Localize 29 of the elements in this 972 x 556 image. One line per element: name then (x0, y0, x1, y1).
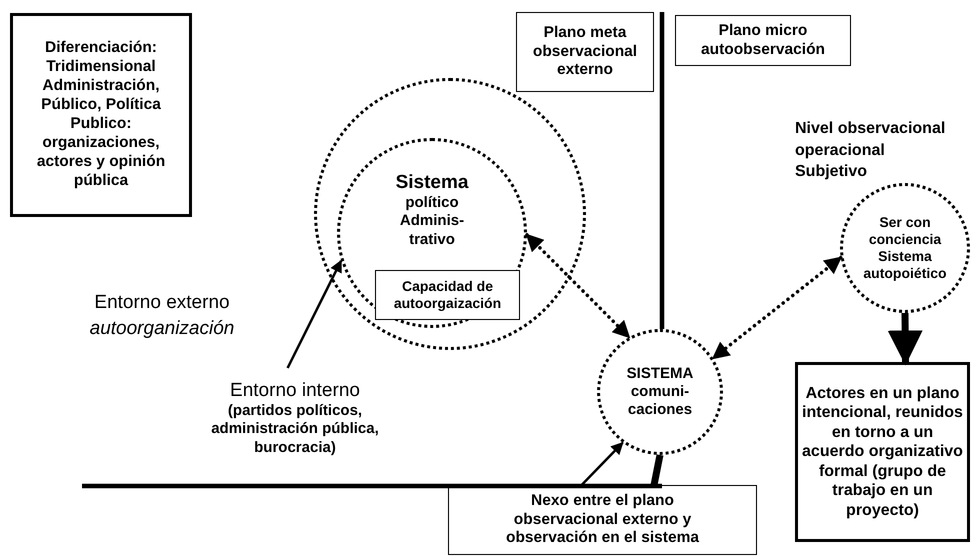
box-text: Nexo entre el plano observacional externo y observación en el sistema (505, 492, 700, 548)
system-title: Sistema (396, 171, 468, 194)
system-circle (337, 138, 527, 328)
circle-text: Ser con conciencia Sistema autopoiético (862, 214, 948, 282)
double-arrow (525, 233, 631, 339)
autopoietic-system-circle (840, 183, 970, 313)
capacity-text: Capacidad de autoorgaización (392, 278, 502, 312)
environment-detail: (partidos políticos, administración pública, burocracia) (210, 402, 380, 458)
plane-text: Plano micro autoobservación (700, 22, 826, 60)
environment-circle (314, 78, 586, 350)
level-label: Nivel observacional operacional Subjetivo (795, 119, 946, 182)
double-arrow (711, 256, 842, 360)
arrow (286, 260, 342, 369)
circle-text: SISTEMA comuni- caciones (626, 364, 694, 420)
arrow (580, 442, 624, 486)
link-box (448, 485, 757, 555)
environment-title: Entorno interno (229, 378, 361, 402)
plane-text: Plano meta observacional externo (532, 24, 638, 80)
note-box (10, 13, 192, 217)
actors-box (795, 362, 970, 542)
capacity-box (375, 270, 520, 320)
system-subtitle: político Adminis- trativo (398, 194, 466, 250)
region-label: Entorno externo autoorganización (88, 291, 236, 341)
note-text: Diferenciación: Tridimensional Administración, Público, Política Publico: organizaciones, actores y opinión pública (36, 39, 166, 191)
plane-box (516, 12, 654, 92)
communication-system-circle (597, 329, 723, 455)
connector-line (650, 454, 664, 486)
box-text: Actores en un plano intencional, reunidos en torno a un acuerdo organizativo formal (grupo de trabajo en un proyecto) (802, 384, 964, 520)
plane-box (675, 15, 851, 66)
